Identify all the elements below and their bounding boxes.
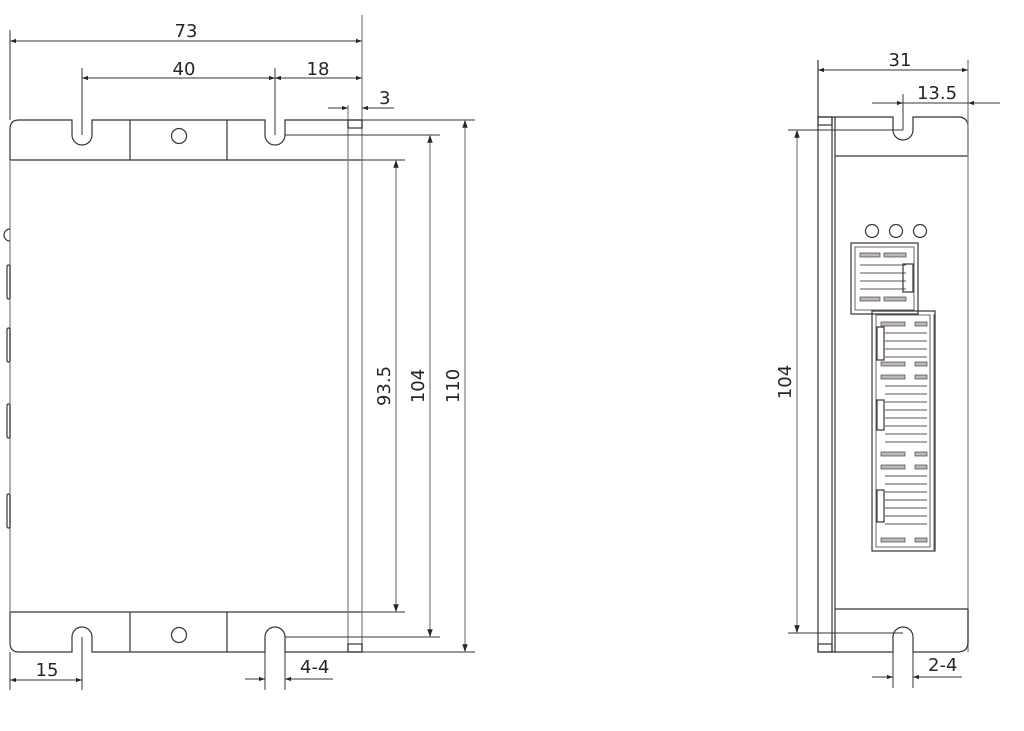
connector-1-icon: [876, 321, 928, 367]
dim-slot-width: 4-4: [245, 645, 333, 690]
svg-text:104: 104: [775, 365, 796, 399]
led-indicator-icon: [888, 223, 904, 239]
connector-block: [871, 310, 936, 552]
connector-3-icon: [876, 464, 928, 543]
front-view: 73 40 18 3 93.5: [3, 15, 475, 690]
dim-left-slot-offset: 15: [9, 637, 83, 690]
dim-overall-height: 110: [443, 120, 468, 652]
svg-text:15: 15: [36, 660, 59, 681]
svg-text:2-4: 2-4: [928, 655, 957, 676]
dim-slot-spacing: 40: [81, 59, 276, 135]
dim-flange-thickness: 3: [328, 88, 394, 111]
svg-text:104: 104: [408, 369, 429, 403]
svg-text:73: 73: [175, 21, 198, 42]
dim-inner-height: 93.5: [374, 160, 399, 612]
dim-slot-offset: 13.5: [872, 83, 1000, 130]
svg-text:110: 110: [443, 369, 464, 403]
dim-overall-depth: 31: [817, 50, 968, 117]
svg-text:93.5: 93.5: [374, 366, 395, 406]
right-fin: [347, 15, 363, 653]
dim-overall-width: 73: [9, 21, 362, 120]
svg-text:13.5: 13.5: [917, 83, 957, 104]
top-flange: [9, 119, 362, 161]
svg-text:4-4: 4-4: [300, 657, 329, 678]
dim-slot-pitch-height: 104: [408, 135, 433, 637]
led-indicator-icon: [864, 223, 880, 239]
mount-hole-icon: [170, 626, 188, 644]
svg-text:18: 18: [307, 59, 330, 80]
bottom-flange: [9, 611, 362, 653]
svg-text:3: 3: [379, 88, 390, 109]
led-indicator-icon: [912, 223, 928, 239]
mount-hole-icon: [170, 127, 188, 145]
side-view: 31 13.5 104 2-4: [775, 50, 1000, 688]
svg-text:31: 31: [889, 50, 912, 71]
dim-slot-to-edge: 18: [275, 59, 362, 81]
connector-2-icon: [876, 374, 928, 457]
dim-side-slot-width: 2-4: [872, 637, 962, 688]
connector-top-icon: [850, 242, 935, 550]
dim-side-slot-pitch: 104: [775, 129, 903, 634]
svg-text:40: 40: [173, 59, 196, 80]
